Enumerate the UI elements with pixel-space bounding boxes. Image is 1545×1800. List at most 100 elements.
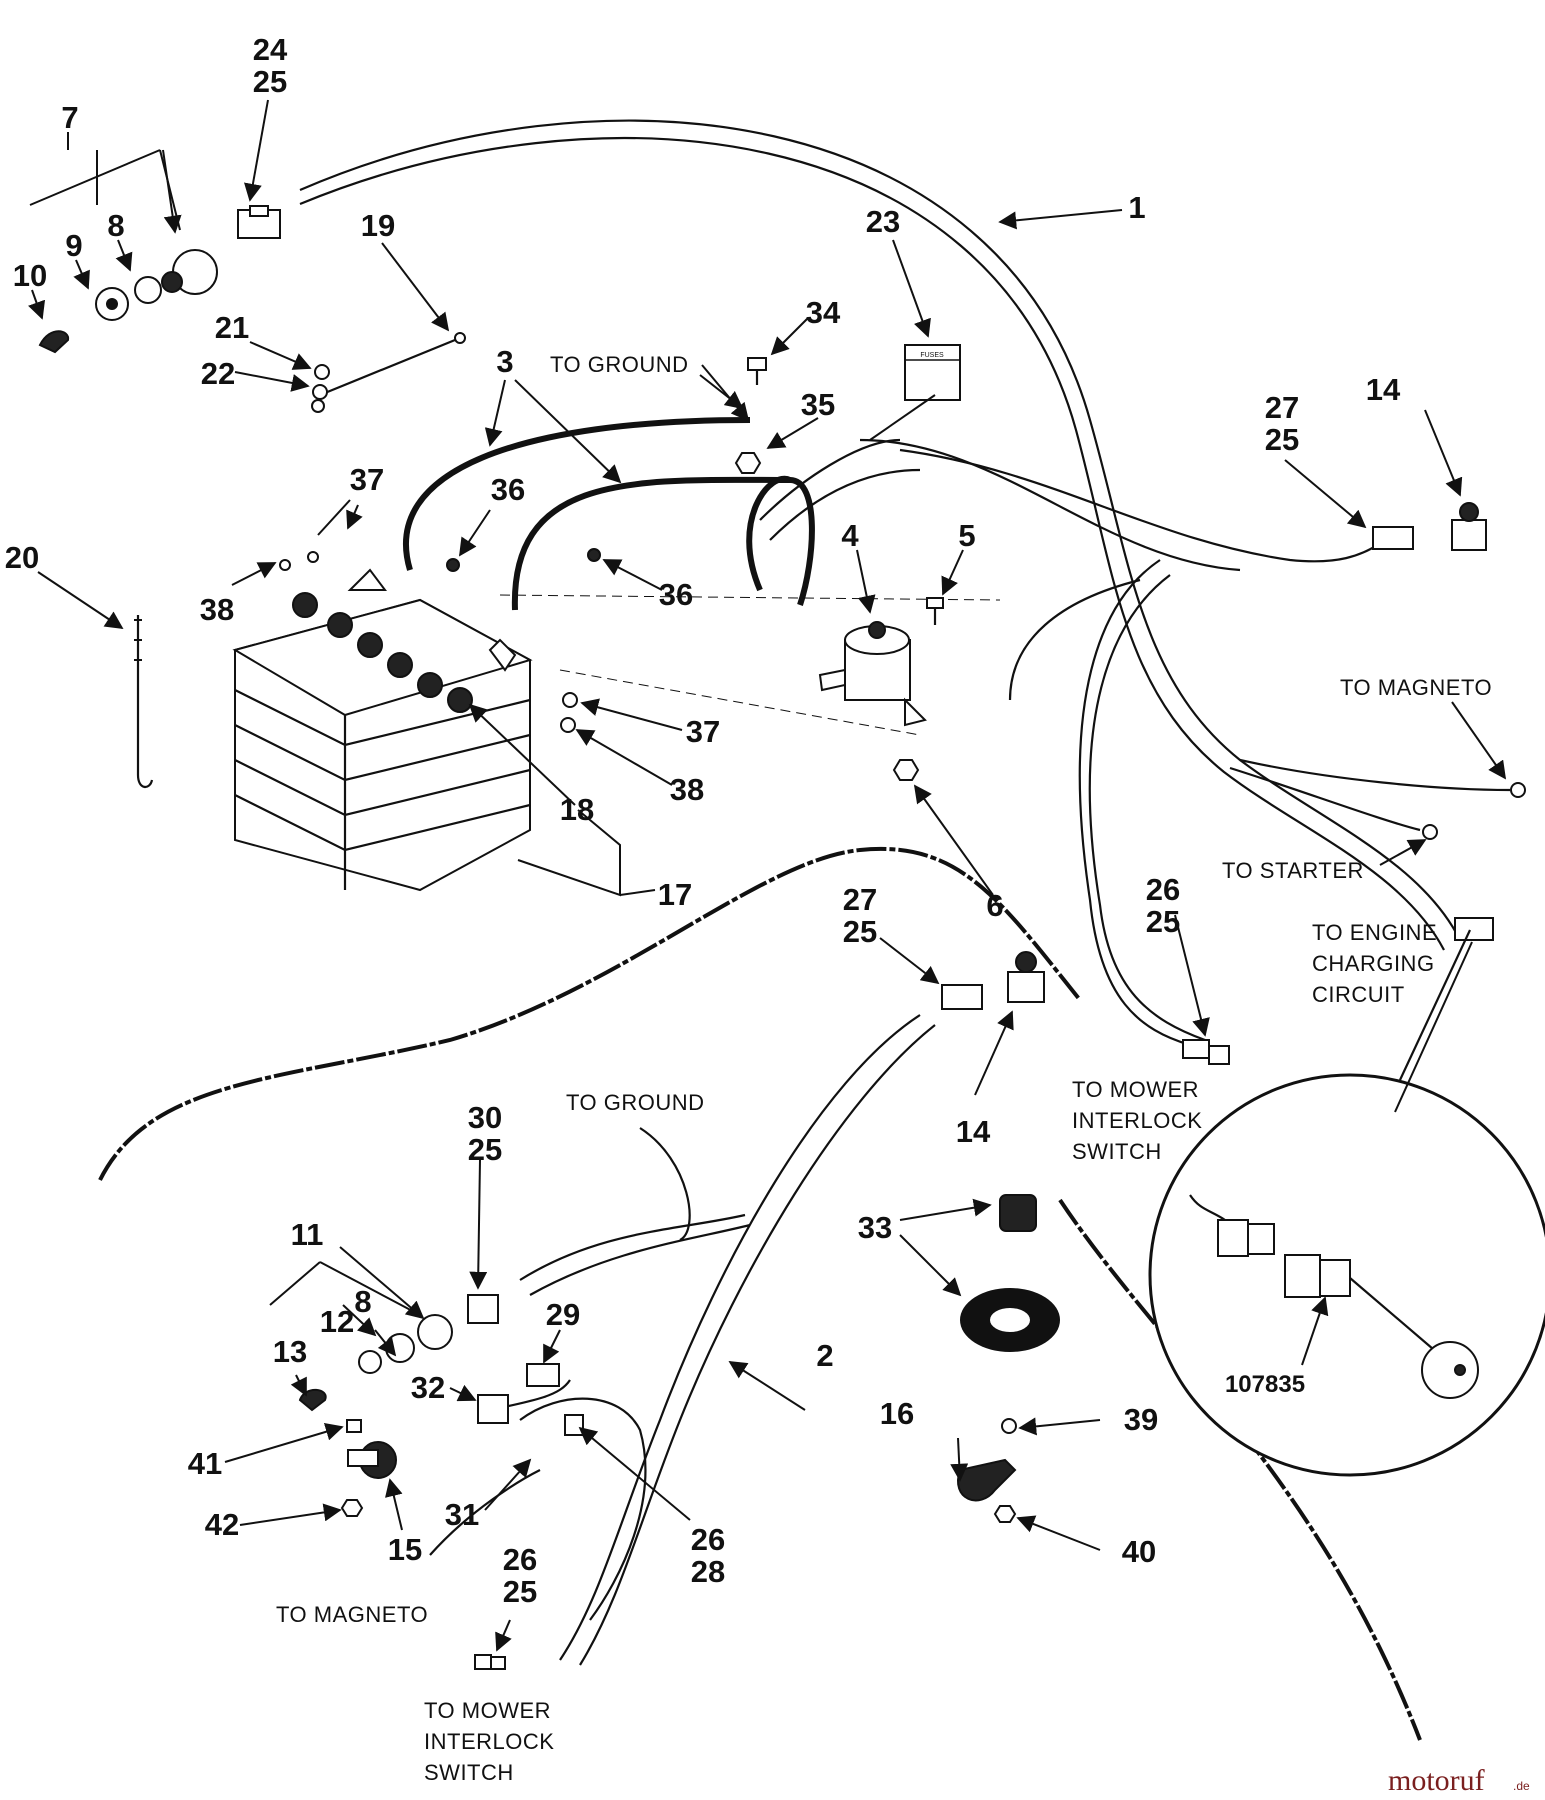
callout-14b: 14 xyxy=(956,1114,991,1149)
annotation-to-ground-bottom: TO GROUND xyxy=(566,1090,705,1115)
svg-text:27: 27 xyxy=(843,882,877,917)
callout-38a: 38 xyxy=(200,592,234,627)
solenoid xyxy=(818,621,927,727)
callout-21: 21 xyxy=(215,310,249,345)
svg-text:TO MAGNETO: TO MAGNETO xyxy=(1340,675,1492,700)
svg-text:14: 14 xyxy=(1366,372,1401,407)
svg-text:12: 12 xyxy=(320,1304,354,1339)
svg-text:38: 38 xyxy=(200,592,234,627)
annotation-to-ground-top: TO GROUND xyxy=(550,352,688,377)
bolt-34 xyxy=(747,357,767,385)
nut-22 xyxy=(312,384,328,400)
svg-text:42: 42 xyxy=(205,1507,239,1542)
washer-37b xyxy=(562,692,578,708)
annotation-to-starter: TO STARTER xyxy=(1222,858,1363,883)
svg-text:SWITCH: SWITCH xyxy=(424,1760,514,1785)
svg-text:30: 30 xyxy=(468,1100,502,1135)
battery xyxy=(232,568,533,892)
svg-text:2: 2 xyxy=(816,1338,833,1373)
callout-22: 22 xyxy=(201,356,235,391)
rod-19 xyxy=(311,332,466,413)
washer-21 xyxy=(314,364,330,380)
callout-9: 9 xyxy=(65,228,82,263)
mower-connector-bottom xyxy=(474,1654,506,1670)
charging-connector-detail-inset xyxy=(1148,929,1545,1477)
callout-10: 10 xyxy=(13,258,47,293)
svg-text:16: 16 xyxy=(880,1396,914,1431)
svg-text:3: 3 xyxy=(496,344,513,379)
light-switch-14-lower xyxy=(1007,951,1045,1003)
svg-text:107835: 107835 xyxy=(1225,1371,1305,1398)
bolt-5 xyxy=(926,597,944,625)
svg-text:25: 25 xyxy=(253,64,287,99)
svg-text:23: 23 xyxy=(866,204,900,239)
nut-6 xyxy=(892,759,920,781)
callout-19: 19 xyxy=(361,208,395,243)
bolt-20 xyxy=(134,615,154,788)
callout-40: 40 xyxy=(1122,1534,1156,1569)
svg-text:28: 28 xyxy=(691,1554,725,1589)
svg-text:38: 38 xyxy=(670,772,704,807)
callout-13: 13 xyxy=(273,1334,307,1369)
svg-text:21: 21 xyxy=(215,310,249,345)
clamp-16 xyxy=(957,1418,1017,1523)
callout-39: 39 xyxy=(1124,1402,1158,1437)
callout-32: 32 xyxy=(411,1370,445,1405)
svg-text:35: 35 xyxy=(801,387,835,422)
connector-32 xyxy=(477,1394,509,1424)
svg-text:37: 37 xyxy=(350,462,384,497)
hood-outline xyxy=(98,846,1422,1741)
svg-text:34: 34 xyxy=(806,295,841,330)
nut-42 xyxy=(340,1499,364,1517)
callout-11: 11 xyxy=(291,1217,324,1252)
lower-harness-2 xyxy=(429,1014,936,1666)
callout-31: 31 xyxy=(445,1497,479,1532)
magneto-eyelet-right xyxy=(1510,782,1526,798)
callout-33: 33 xyxy=(858,1210,892,1245)
svg-text:20: 20 xyxy=(5,540,39,575)
svg-text:39: 39 xyxy=(1124,1402,1158,1437)
svg-text:14: 14 xyxy=(956,1114,991,1149)
svg-text:24: 24 xyxy=(253,32,288,67)
svg-text:41: 41 xyxy=(188,1446,222,1481)
svg-text:25: 25 xyxy=(1146,904,1180,939)
svg-text:CHARGING: CHARGING xyxy=(1312,951,1435,976)
svg-text:INTERLOCK: INTERLOCK xyxy=(1072,1108,1202,1133)
leader-arrows xyxy=(28,99,1507,1652)
ground-strap-dashed xyxy=(499,594,1001,736)
svg-text:.de: .de xyxy=(1513,1779,1530,1793)
callout-12: 12 xyxy=(320,1304,354,1339)
svg-text:37: 37 xyxy=(686,714,720,749)
callout-8b: 8 xyxy=(354,1284,371,1319)
svg-text:26: 26 xyxy=(1146,872,1180,907)
svg-text:TO GROUND: TO GROUND xyxy=(566,1090,705,1115)
connector-26-28 xyxy=(564,1414,584,1436)
annotation-to-mower-interlock-right: TO MOWER INTERLOCK SWITCH xyxy=(1072,1077,1202,1164)
ignition-switch xyxy=(38,249,218,354)
callout-36b: 36 xyxy=(659,577,693,612)
callout-38b: 38 xyxy=(670,772,704,807)
callout-17: 17 xyxy=(658,877,692,912)
svg-text:SWITCH: SWITCH xyxy=(1072,1139,1162,1164)
svg-text:31: 31 xyxy=(445,1497,479,1532)
callout-16: 16 xyxy=(880,1396,914,1431)
main-harness-1 xyxy=(299,119,1511,951)
svg-text:26: 26 xyxy=(691,1522,725,1557)
callout-1: 1 xyxy=(1128,190,1145,225)
svg-text:19: 19 xyxy=(361,208,395,243)
fuses-label: FUSES xyxy=(920,352,944,359)
connector-27-top xyxy=(1372,526,1414,550)
nut-38b xyxy=(560,717,576,733)
nut-35 xyxy=(734,452,762,474)
svg-text:36: 36 xyxy=(659,577,693,612)
svg-text:25: 25 xyxy=(1265,422,1299,457)
svg-text:33: 33 xyxy=(858,1210,892,1245)
svg-text:17: 17 xyxy=(658,877,692,912)
washer-37a xyxy=(307,551,319,563)
callout-42: 42 xyxy=(205,1507,239,1542)
annotation-to-magneto-bottom: TO MAGNETO xyxy=(276,1602,428,1627)
svg-text:7: 7 xyxy=(61,100,78,135)
svg-text:26: 26 xyxy=(503,1542,537,1577)
mower-connector-right xyxy=(1182,1039,1230,1065)
